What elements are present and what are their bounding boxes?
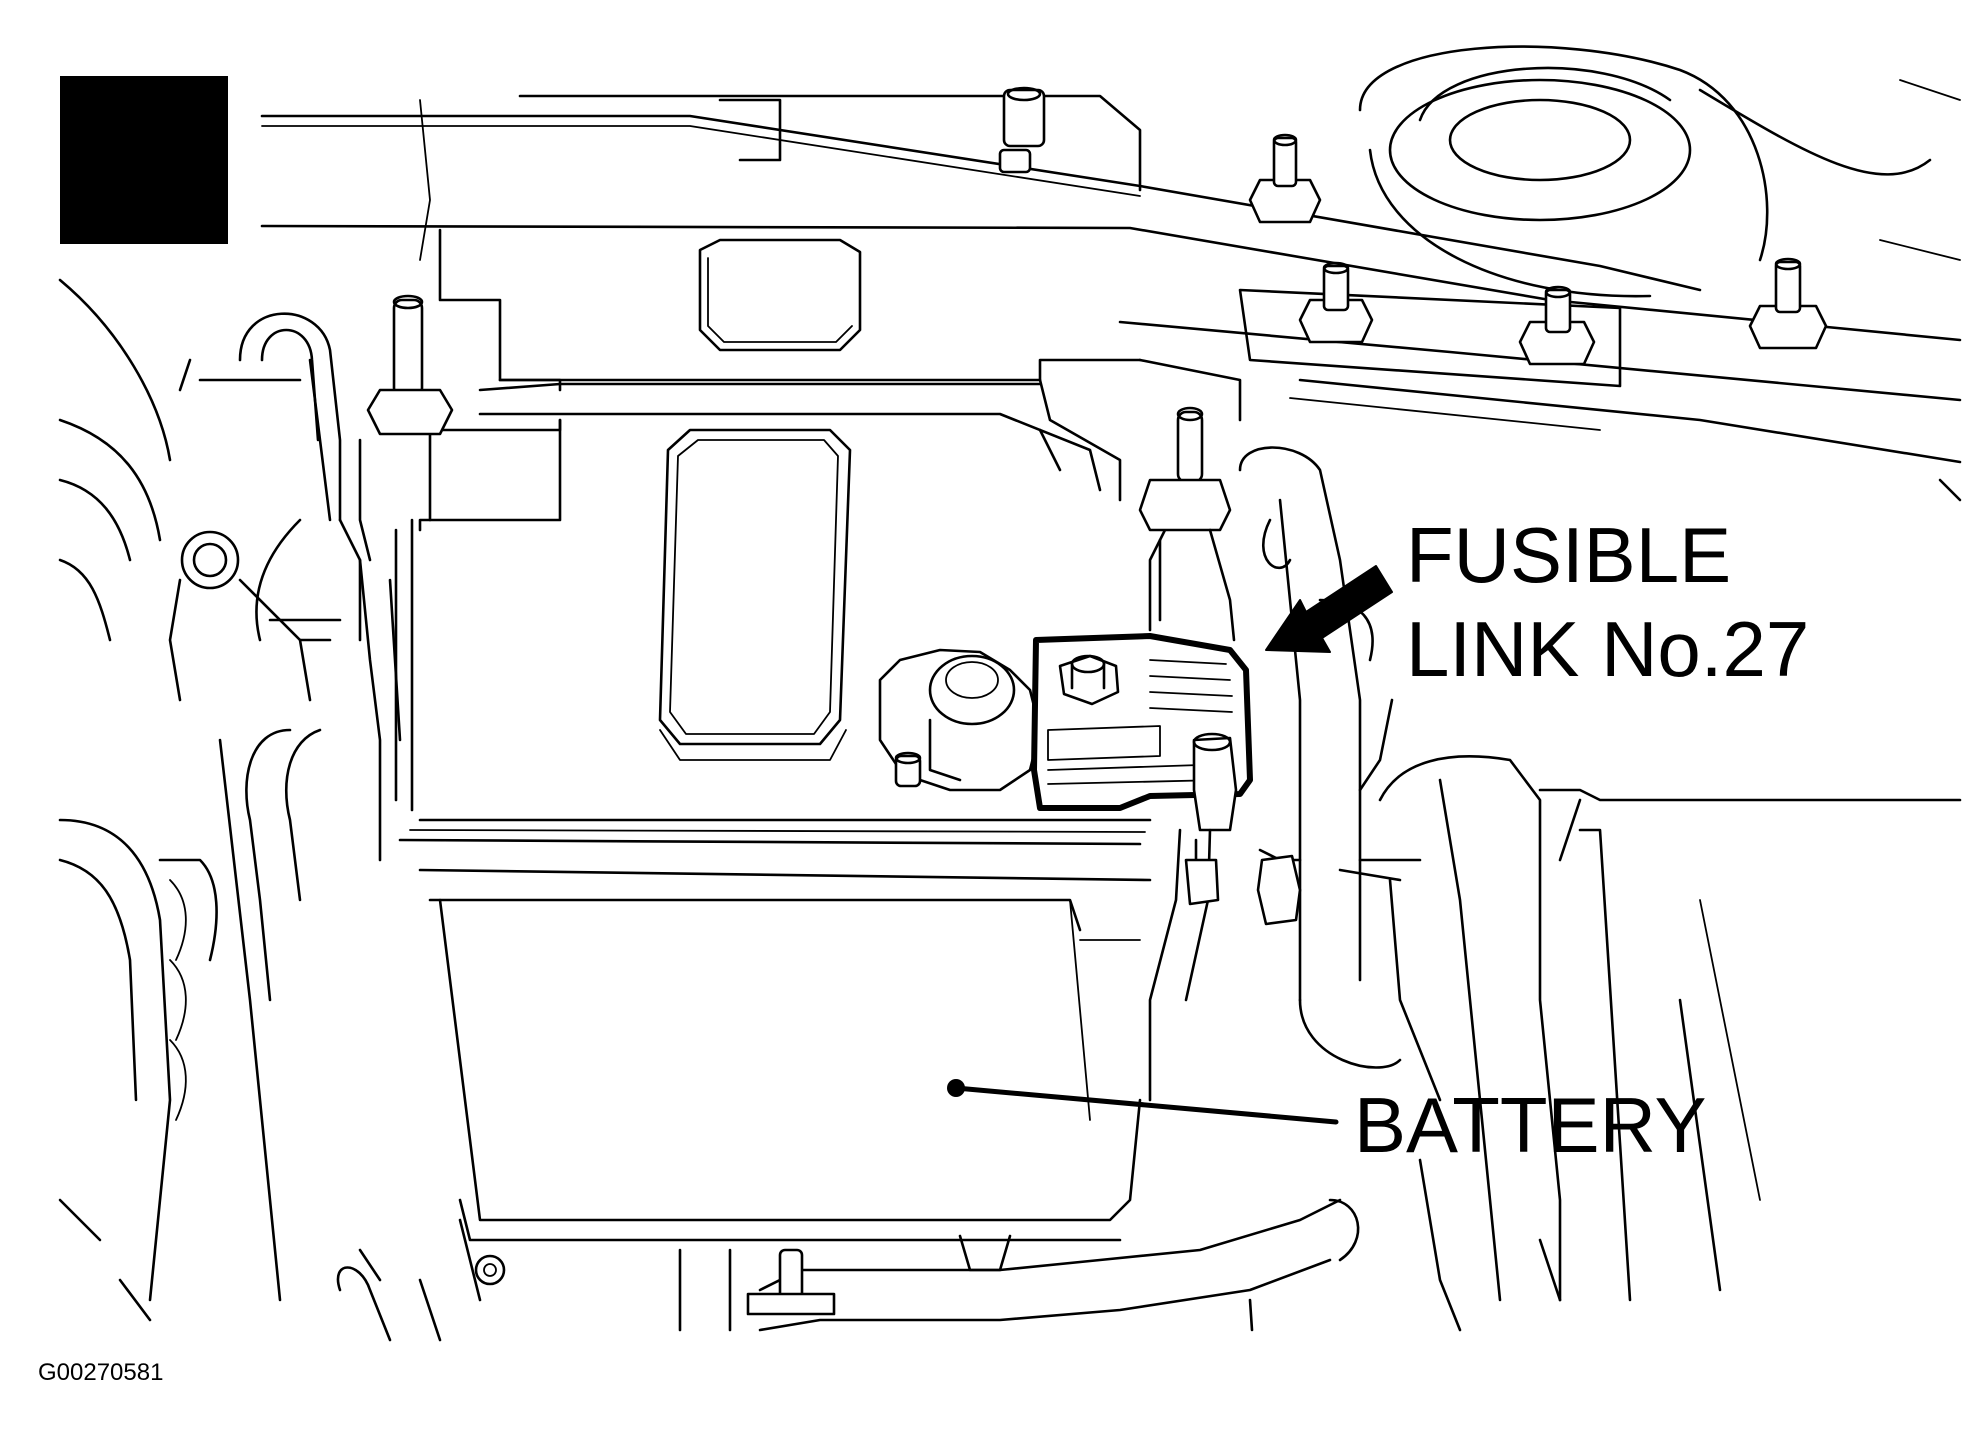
view-label-box (60, 76, 228, 244)
bolt-icon (1748, 257, 1828, 350)
left-hoses (168, 294, 454, 1002)
battery-callout: BATTERY (947, 1079, 1707, 1169)
upper-housing (438, 228, 1242, 502)
battery-vent-cap (658, 428, 852, 761)
battery (394, 418, 1152, 1302)
left-engine-area (58, 278, 282, 1322)
view-label: A (60, 76, 228, 244)
tray-bolt-icon (474, 1254, 506, 1286)
fusible-link-terminal (1192, 732, 1238, 832)
view-label-letter: A (100, 98, 188, 234)
bolt-icon (1298, 261, 1374, 344)
strut-tower (1358, 45, 1961, 298)
fusible-link-block (1031, 633, 1253, 832)
fusible-link-label-line1: FUSIBLE (1406, 511, 1731, 599)
battery-label: BATTERY (1354, 1081, 1707, 1169)
radiator-support (1378, 478, 1962, 1302)
terminal-bolt-icon (894, 751, 922, 788)
lower-hose (336, 1158, 1562, 1342)
mount-bolts (998, 86, 1828, 366)
radiator-hoses (1238, 446, 1422, 1069)
bolt-icon (1248, 133, 1322, 224)
upper-cross-member (260, 94, 1962, 464)
lower-bolt-icon (746, 1248, 836, 1316)
fusible-link-callout: FUSIBLE LINK No.27 (1265, 511, 1809, 792)
fusible-link-label-line2: LINK No.27 (1406, 605, 1809, 693)
fusible-link-nut-icon (1058, 654, 1120, 706)
cable-stud-icon (1138, 406, 1232, 532)
bolt-icon (998, 86, 1046, 174)
callout-arrow-icon (1265, 565, 1393, 653)
leader-line (953, 1085, 1339, 1125)
bolt-icon (1518, 285, 1596, 366)
left-stud-icon (366, 294, 454, 436)
battery-cables (1138, 406, 1236, 1102)
battery-hold-down (418, 382, 1102, 532)
hose-clamp-icon (180, 530, 240, 590)
figure-id: G00270581 (38, 1359, 163, 1386)
battery-terminal-clamp (878, 648, 1042, 792)
